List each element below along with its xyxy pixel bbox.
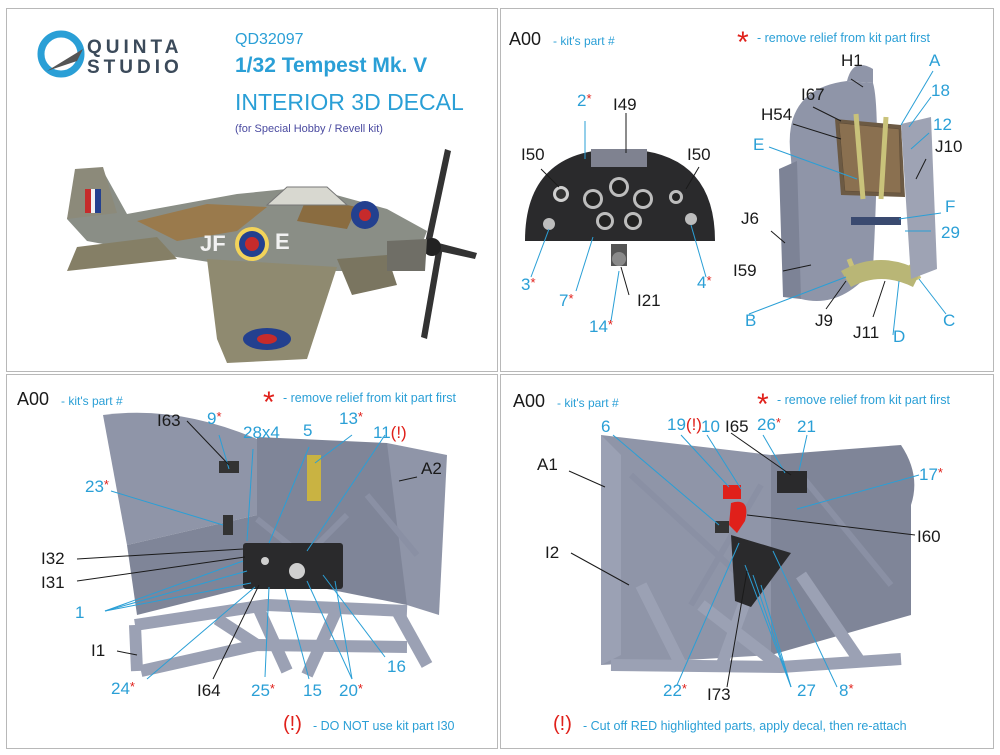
remove-relief-note: - remove relief from kit part first — [777, 393, 950, 407]
product-code: QD32097 — [235, 31, 304, 48]
label-14: 14* — [589, 317, 613, 336]
label-h54: H54 — [761, 105, 793, 124]
label-i59: I59 — [733, 261, 757, 280]
right-wall-illustration — [568, 432, 920, 688]
label-20: 20* — [339, 681, 363, 700]
star-icon: * — [263, 386, 275, 419]
label-3: 3* — [521, 275, 536, 294]
label-i65: I65 — [725, 417, 749, 436]
remove-relief-note: - remove relief from kit part first — [757, 31, 930, 45]
label-24: 24* — [111, 679, 135, 698]
footer-note: - DO NOT use kit part I30 — [313, 719, 455, 733]
label-j10: J10 — [935, 137, 963, 156]
label-i67: I67 — [801, 85, 825, 104]
label-a1: A1 — [537, 455, 558, 474]
star-icon: * — [757, 388, 769, 421]
label-17: 17* — [919, 465, 943, 484]
kit-part-code: A00 — [509, 29, 542, 49]
label-16: 16 — [387, 657, 406, 676]
label-i63: I63 — [157, 411, 181, 430]
aircraft-code-right: E — [275, 229, 290, 254]
kit-part-legend: - kit's part # — [557, 396, 619, 410]
label-f: F — [945, 197, 956, 216]
label-i31: I31 — [41, 573, 65, 592]
label-27: 27 — [797, 681, 816, 700]
label-j9: J9 — [815, 311, 833, 330]
label-j11: J11 — [853, 323, 880, 342]
label-7: 7* — [559, 291, 574, 310]
kit-part-code: A00 — [513, 391, 546, 411]
label-h1: H1 — [841, 51, 863, 70]
label-j6: J6 — [741, 209, 759, 228]
label-a2: A2 — [421, 459, 442, 478]
label-b: B — [745, 311, 757, 330]
label-13: 13* — [339, 409, 363, 428]
label-i2: I2 — [545, 543, 560, 562]
label-i32: I32 — [41, 549, 65, 568]
remove-relief-note: - remove relief from kit part first — [283, 391, 456, 405]
product-subtitle: INTERIOR 3D DECAL — [235, 89, 464, 115]
label-15: 15 — [303, 681, 322, 700]
label-10: 10 — [701, 417, 720, 436]
right-wall-panel: A00 - kit's part # * - remove relief fro… — [500, 374, 994, 749]
kit-part-legend: - kit's part # — [61, 394, 123, 408]
label-19: 19(!) — [667, 415, 702, 434]
label-i60: I60 — [917, 527, 941, 546]
brand-line1: QUINTA — [87, 37, 183, 58]
label-12: 12 — [933, 115, 952, 134]
label-a: A — [929, 51, 941, 70]
left-wall-panel: A00 - kit's part # * - remove relief fro… — [6, 374, 498, 749]
label-29: 29 — [941, 223, 960, 242]
label-8: 8* — [839, 681, 854, 700]
label-i1: I1 — [91, 641, 106, 660]
brand-line2: STUDIO — [87, 57, 183, 78]
kit-part-code: A00 — [17, 389, 50, 409]
left-wall-illustration — [76, 412, 447, 680]
aircraft-illustration — [37, 30, 477, 363]
label-25: 25* — [251, 681, 275, 700]
label-i50-right: I50 — [687, 145, 711, 164]
label-e: E — [753, 135, 765, 154]
label-i73: I73 — [707, 685, 731, 704]
star-icon: * — [737, 26, 749, 59]
warning-mark: (!) — [283, 713, 302, 735]
label-i49: I49 — [613, 95, 637, 114]
label-9: 9* — [207, 409, 222, 428]
label-26: 26* — [757, 415, 781, 434]
label-18: 18 — [931, 81, 950, 100]
label-i50-left: I50 — [521, 145, 545, 164]
scale-title: 1/32 Tempest Mk. V — [235, 54, 428, 77]
label-i64: I64 — [197, 681, 221, 700]
kit-part-legend: - kit's part # — [553, 34, 615, 48]
label-d: D — [893, 327, 906, 346]
label-4: 4* — [697, 273, 712, 292]
quinta-logo-icon — [37, 30, 85, 78]
label-1: 1 — [75, 603, 85, 622]
label-i21: I21 — [637, 291, 661, 310]
aircraft-code-left: JF — [200, 231, 226, 256]
label-5: 5 — [303, 421, 313, 440]
label-22: 22* — [663, 681, 687, 700]
label-c: C — [943, 311, 956, 330]
label-2: 2* — [577, 91, 592, 110]
label-28x4: 28x4 — [243, 423, 280, 442]
dashboard-seat-illustration — [525, 65, 947, 336]
footer-note: - Cut off RED highlighted parts, apply d… — [583, 719, 907, 733]
title-panel: QUINTA STUDIO QD32097 1/32 Tempest Mk. V… — [6, 8, 498, 372]
label-23: 23* — [85, 477, 109, 496]
warning-mark: (!) — [553, 713, 572, 735]
label-6: 6 — [601, 417, 611, 436]
kit-note: (for Special Hobby / Revell kit) — [235, 123, 383, 135]
label-11: 11(!) — [373, 423, 407, 442]
label-21: 21 — [797, 417, 816, 436]
dashboard-seat-panel: A00 - kit's part # * - remove relief fro… — [500, 8, 994, 372]
